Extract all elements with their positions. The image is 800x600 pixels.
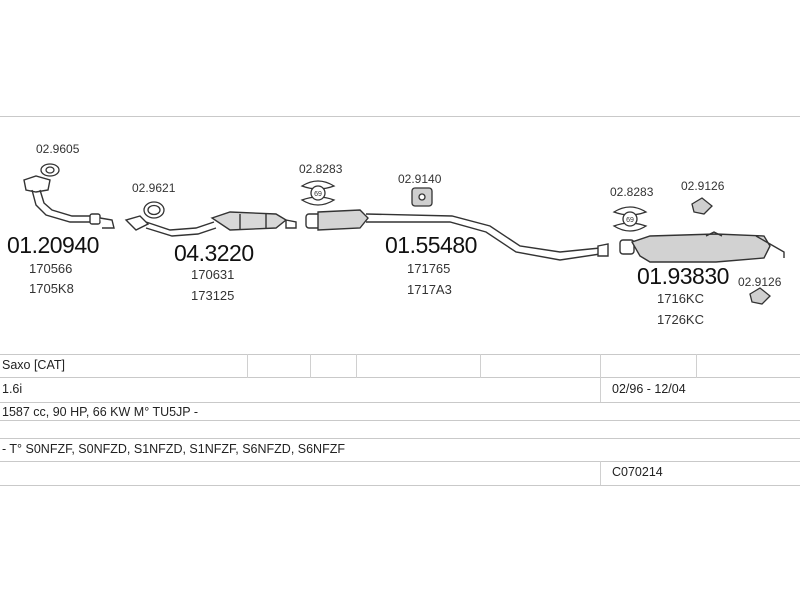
clamp-badge-right: 69 bbox=[626, 217, 634, 224]
table-col-1 bbox=[247, 354, 248, 378]
part-code-3: 01.55480 bbox=[385, 232, 477, 258]
part-ref-4a: 1716KC bbox=[657, 291, 704, 306]
vehicle-spec: 1587 cc, 90 HP, 66 KW M° TU5JP - bbox=[2, 405, 199, 419]
part-ref-3a: 171765 bbox=[407, 261, 451, 276]
table-line-3 bbox=[0, 402, 800, 403]
table-col-4 bbox=[480, 354, 481, 378]
part-ref-2a: 170631 bbox=[191, 267, 235, 282]
table-col-6 bbox=[696, 354, 697, 378]
clamp-8283-right-drawing bbox=[612, 206, 648, 232]
top-border bbox=[0, 116, 800, 117]
vehicle-dates: 02/96 - 12/04 bbox=[612, 382, 686, 396]
table-col-7 bbox=[600, 461, 601, 485]
part-code-4: 01.93830 bbox=[637, 263, 729, 289]
part-ref-1a: 170566 bbox=[29, 261, 73, 276]
table-col-3 bbox=[356, 354, 357, 378]
table-col-2 bbox=[310, 354, 311, 378]
part-ref-3b: 1717A3 bbox=[407, 282, 452, 297]
middle-silencer-drawing bbox=[305, 209, 609, 261]
catalog-number: C070214 bbox=[612, 465, 663, 479]
catalyst-drawing bbox=[124, 211, 297, 237]
accessory-label-4: 02.9140 bbox=[398, 172, 442, 186]
mount-9126-bottom-drawing bbox=[749, 287, 771, 305]
clamp-badge-left: 69 bbox=[314, 191, 322, 198]
mount-9126-top-drawing bbox=[691, 197, 713, 215]
part-ref-1b: 1705K8 bbox=[29, 281, 74, 296]
table-line-1 bbox=[0, 354, 800, 355]
vehicle-types: - T° S0NFZF, S0NFZD, S1NFZD, S1NFZF, S6N… bbox=[2, 442, 345, 456]
rear-silencer-drawing bbox=[619, 231, 785, 263]
accessory-label-6: 02.9126 bbox=[681, 179, 725, 193]
table-line-4 bbox=[0, 420, 800, 421]
part-ref-2b: 173125 bbox=[191, 288, 235, 303]
accessory-label-1: 02.9605 bbox=[36, 142, 80, 156]
accessory-label-5: 02.8283 bbox=[610, 185, 654, 199]
table-line-5 bbox=[0, 438, 800, 439]
gasket-9605-drawing bbox=[40, 163, 60, 177]
table-line-2 bbox=[0, 377, 800, 378]
downpipe-drawing bbox=[23, 175, 115, 229]
mount-9140-drawing bbox=[411, 187, 433, 207]
clamp-8283-left-drawing bbox=[300, 180, 336, 206]
accessory-label-3: 02.8283 bbox=[299, 162, 343, 176]
table-col-5 bbox=[600, 354, 601, 402]
table-line-7 bbox=[0, 485, 800, 486]
accessory-label-2: 02.9621 bbox=[132, 181, 176, 195]
part-ref-4b: 1726KC bbox=[657, 312, 704, 327]
vehicle-model: Saxo [CAT] bbox=[2, 358, 65, 372]
vehicle-engine: 1.6i bbox=[2, 382, 23, 396]
accessory-label-7: 02.9126 bbox=[738, 275, 782, 289]
part-code-2: 04.3220 bbox=[174, 240, 254, 266]
part-code-1: 01.20940 bbox=[7, 232, 99, 258]
table-line-6 bbox=[0, 461, 800, 462]
gasket-9621-drawing bbox=[143, 201, 165, 219]
